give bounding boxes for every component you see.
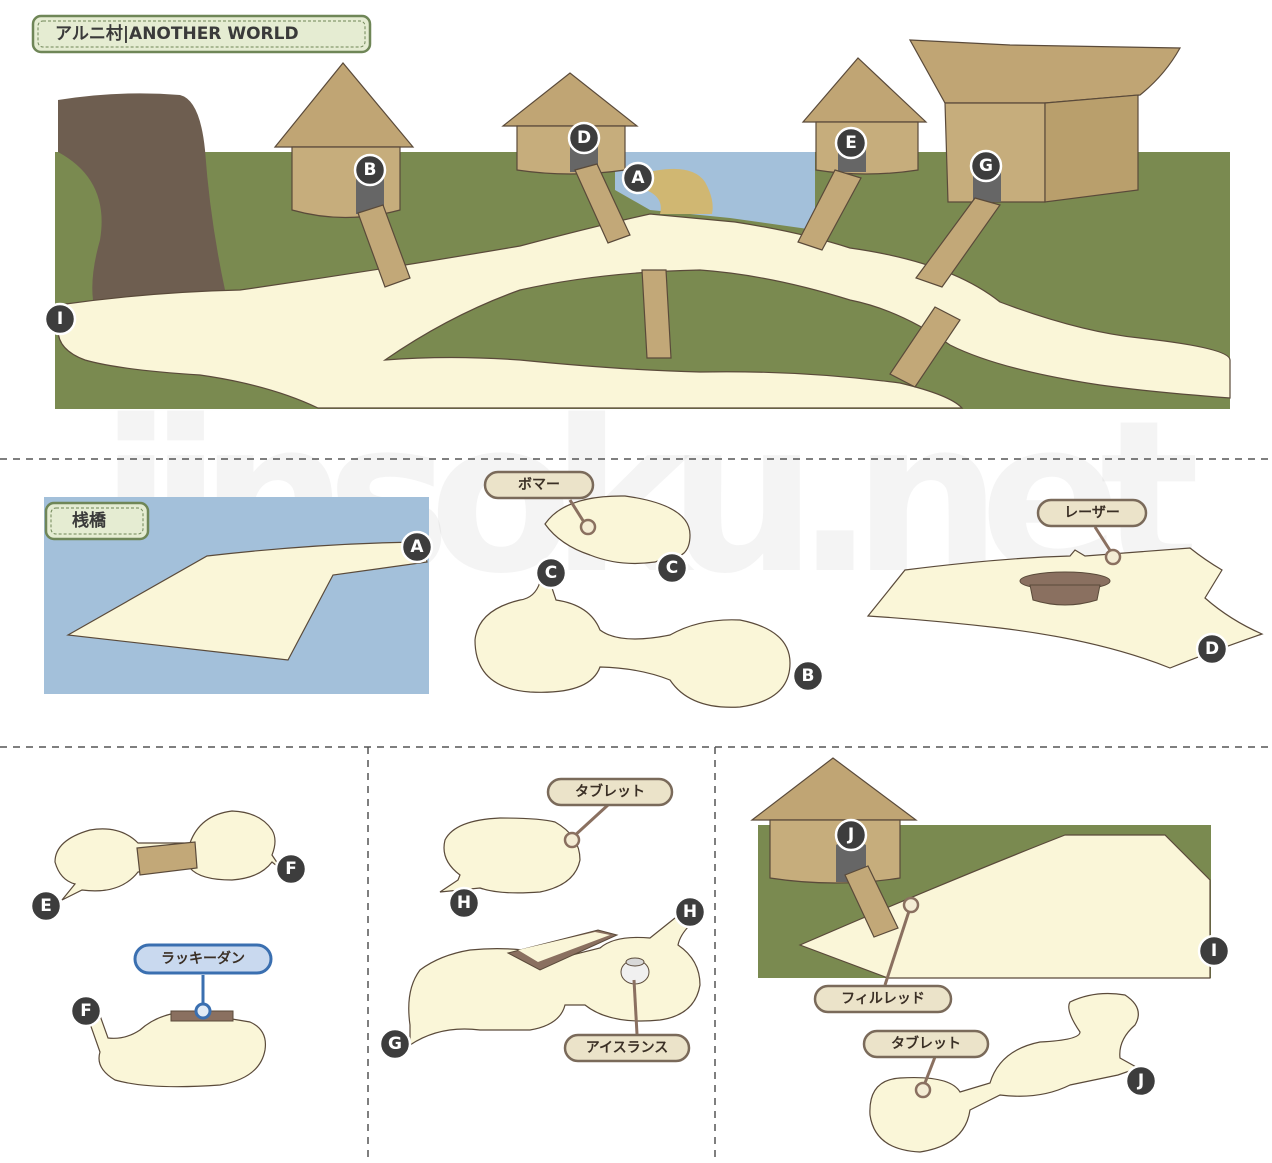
area-j-i bbox=[750, 757, 1211, 979]
marker-c-upper[interactable]: C bbox=[655, 551, 689, 585]
marker-j-hut[interactable]: J bbox=[834, 818, 868, 852]
marker-g-room[interactable]: G bbox=[378, 1027, 412, 1061]
svg-text:F: F bbox=[80, 1001, 92, 1021]
marker-e-overview[interactable]: E bbox=[834, 126, 868, 160]
marker-i-overview[interactable]: I bbox=[43, 302, 77, 336]
svg-text:レーザー: レーザー bbox=[1064, 505, 1120, 521]
ladders bbox=[357, 163, 1001, 388]
room-b-c bbox=[474, 495, 791, 708]
marker-d-room[interactable]: D bbox=[1195, 632, 1229, 666]
room-g-h bbox=[408, 917, 701, 1047]
marker-g-overview[interactable]: G bbox=[969, 149, 1003, 183]
map-title-tag: アルニ村|ANOTHER WORLD bbox=[31, 14, 372, 54]
svg-text:ボマー: ボマー bbox=[518, 477, 560, 493]
svg-text:C: C bbox=[666, 558, 678, 578]
svg-text:F: F bbox=[285, 859, 297, 879]
svg-text:E: E bbox=[845, 133, 857, 153]
svg-text:B: B bbox=[364, 160, 377, 180]
item-label-tablet-1[interactable]: タブレット bbox=[546, 777, 674, 807]
svg-text:ラッキーダン: ラッキーダン bbox=[161, 950, 245, 967]
svg-text:I: I bbox=[1211, 941, 1217, 961]
item-label-phil-red[interactable]: フィルレッド bbox=[813, 984, 953, 1014]
svg-text:A: A bbox=[631, 168, 645, 188]
hut-b bbox=[273, 62, 415, 219]
room-f bbox=[87, 1009, 267, 1088]
marker-a-pier[interactable]: A bbox=[400, 530, 434, 564]
item-label-laser[interactable]: レーザー bbox=[1036, 498, 1148, 528]
map-title: アルニ村|ANOTHER WORLD bbox=[55, 23, 299, 44]
svg-text:アイスランス: アイスランス bbox=[586, 1040, 669, 1056]
marker-e-ef-room[interactable]: E bbox=[29, 889, 63, 923]
item-label-bomber[interactable]: ボマー bbox=[483, 470, 595, 500]
marker-h-upper[interactable]: H bbox=[447, 886, 481, 920]
svg-text:タブレット: タブレット bbox=[575, 783, 645, 800]
item-pin-lucky bbox=[194, 1002, 212, 1020]
village-overview-map bbox=[55, 39, 1231, 409]
marker-c-lower[interactable]: C bbox=[534, 556, 568, 590]
svg-text:J: J bbox=[847, 825, 854, 845]
item-label-ice-lance[interactable]: アイスランス bbox=[563, 1033, 691, 1063]
room-e-f bbox=[54, 810, 283, 901]
pier-title: 桟橋 bbox=[72, 510, 107, 531]
svg-text:D: D bbox=[1205, 639, 1219, 659]
svg-text:C: C bbox=[545, 563, 557, 583]
marker-f-ef-room[interactable]: F bbox=[274, 852, 308, 886]
marker-h-lower[interactable]: H bbox=[673, 895, 707, 929]
room-d bbox=[866, 547, 1264, 669]
marker-b-room[interactable]: B bbox=[791, 659, 825, 693]
pier-bridge bbox=[637, 168, 713, 214]
svg-text:D: D bbox=[577, 128, 591, 148]
svg-text:H: H bbox=[683, 902, 697, 922]
rock-cliff bbox=[58, 93, 225, 300]
svg-text:E: E bbox=[40, 896, 52, 916]
pier-title-tag: 桟橋 bbox=[44, 501, 150, 541]
room-j-tablet bbox=[869, 992, 1140, 1153]
svg-text:G: G bbox=[979, 156, 993, 176]
item-label-tablet-2[interactable]: タブレット bbox=[862, 1029, 990, 1059]
hut-e bbox=[801, 57, 928, 175]
pier-inset-map: 桟橋 bbox=[44, 497, 429, 694]
svg-text:J: J bbox=[1137, 1071, 1144, 1091]
hut-d bbox=[501, 72, 639, 175]
marker-d-overview[interactable]: D bbox=[567, 121, 601, 155]
room-h-upper bbox=[439, 817, 581, 894]
marker-a-overview[interactable]: A bbox=[621, 161, 655, 195]
svg-text:B: B bbox=[802, 666, 815, 686]
item-pins bbox=[563, 518, 1122, 1099]
section-dividers bbox=[0, 458, 1272, 1163]
svg-text:A: A bbox=[410, 537, 424, 557]
svg-text:タブレット: タブレット bbox=[891, 1035, 961, 1052]
svg-text:H: H bbox=[457, 893, 471, 913]
main-path bbox=[57, 213, 1231, 409]
svg-text:G: G bbox=[388, 1034, 402, 1054]
marker-i-area[interactable]: I bbox=[1197, 934, 1231, 968]
svg-text:I: I bbox=[57, 309, 63, 329]
marker-j-room[interactable]: J bbox=[1124, 1064, 1158, 1098]
marker-b-overview[interactable]: B bbox=[353, 153, 387, 187]
item-label-lucky-dan[interactable]: ラッキーダン bbox=[133, 943, 273, 975]
marker-f-room[interactable]: F bbox=[69, 994, 103, 1028]
svg-text:フィルレッド: フィルレッド bbox=[841, 991, 925, 1007]
